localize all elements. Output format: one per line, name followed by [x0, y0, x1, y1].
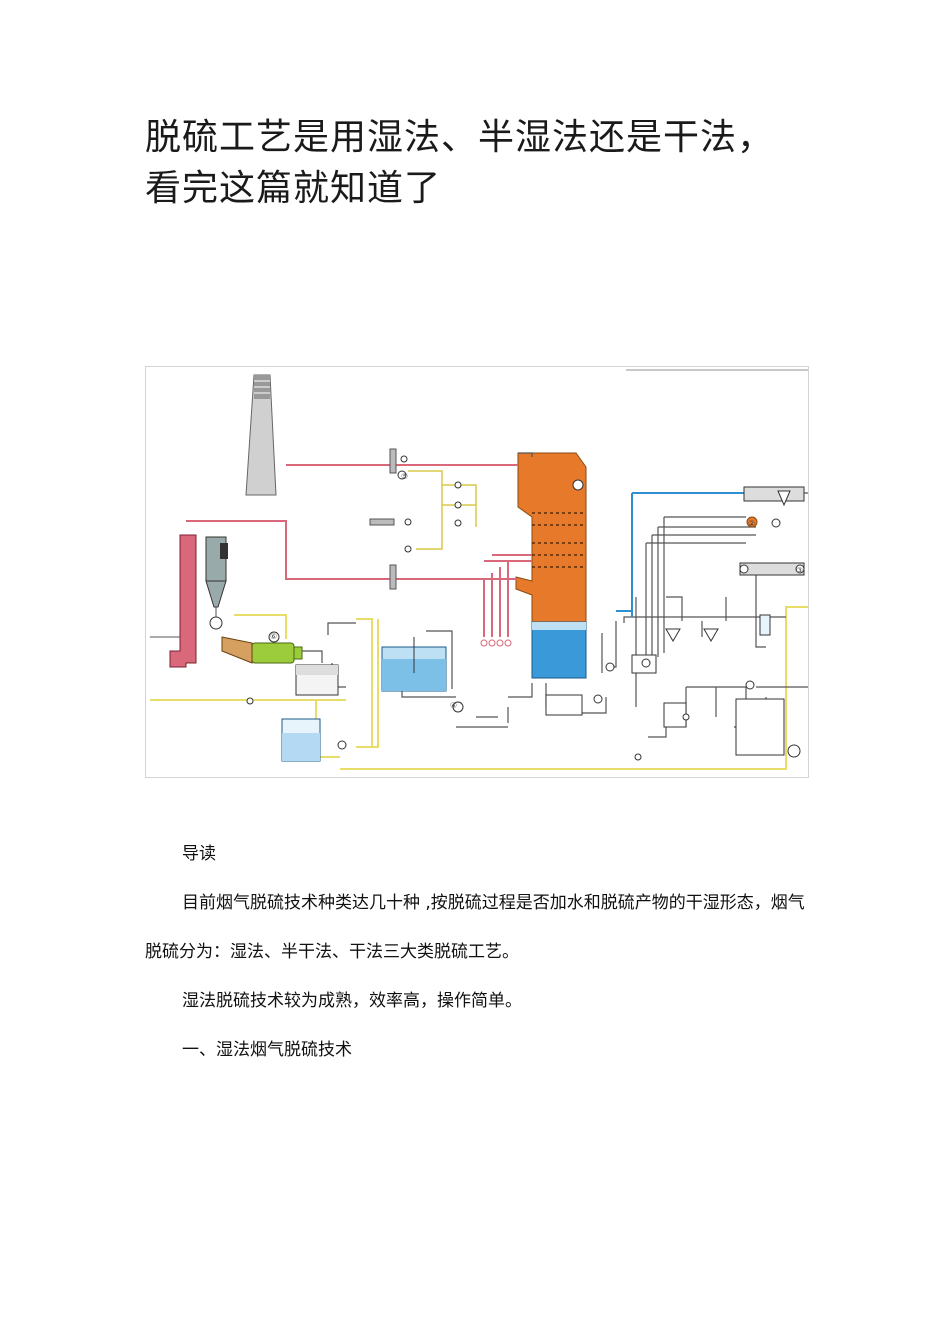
article-title: 脱硫工艺是用湿法、半湿法还是干法，看完这篇就知道了: [145, 117, 775, 209]
marker-5: ⑤: [401, 472, 408, 481]
paragraph-2: 湿法脱硫技术较为成熟，效率高，操作简单。: [182, 991, 522, 1011]
water-tank: [281, 718, 321, 762]
slurry-tank: [381, 637, 447, 692]
marker-2: ②: [748, 519, 755, 528]
section-heading: 一、湿法烟气脱硫技术: [182, 1040, 352, 1060]
lime-powder-bin: [295, 664, 339, 696]
gas-damper: [369, 448, 397, 590]
absorber-tower: [515, 452, 587, 679]
blue-water-line: [616, 492, 746, 617]
ball-mill: [209, 616, 303, 664]
chimney: [245, 374, 277, 496]
hydrocyclone-and-belt-filter: [739, 486, 805, 576]
flue-gas-line: [186, 464, 532, 637]
marker-3: ③: [796, 566, 803, 575]
desulfurization-process-diagram: ⑤ ⑥ ④ ② ③: [145, 366, 809, 778]
marker-6: ⑥: [270, 632, 277, 641]
paragraph-1: 目前烟气脱硫技术种类达几十种 ,按脱硫过程是否加水和脱硫产物的干湿形态，烟气脱硫…: [145, 893, 805, 962]
boiler-precipitator: [169, 534, 228, 668]
intro-heading: 导读: [182, 844, 216, 864]
marker-4: ④: [450, 701, 457, 710]
